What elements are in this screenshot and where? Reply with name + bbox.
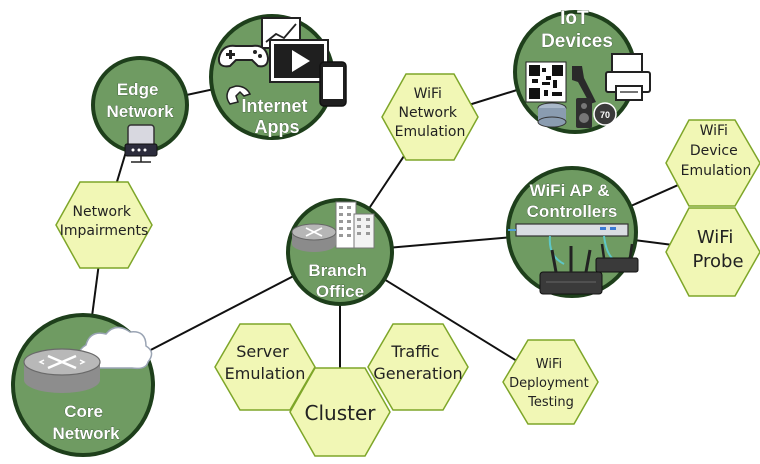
svg-text:Cluster: Cluster: [305, 401, 377, 425]
svg-text:Edge Network: Edge Network: [106, 80, 174, 121]
hub-title-line: IoT: [560, 8, 589, 29]
svg-text:Traffic Generation: Traffic Generation: [373, 342, 462, 383]
hub-title-line: Core: [64, 402, 103, 421]
hub-title-line: Internet: [241, 96, 307, 116]
svg-text:Network Impairments: Network Impairments: [60, 204, 149, 239]
hex-label-line: WiFi: [414, 86, 442, 102]
hex-wifi-deployment-testing: WiFi Deployment Testing: [502, 339, 599, 425]
access-point-icon: [508, 223, 639, 295]
hex-label-line: Cluster: [305, 401, 377, 425]
hex-label-line: Emulation: [681, 163, 752, 179]
hex-label-line: Network: [73, 204, 132, 220]
hex-wifi-probe: WiFi Probe: [665, 207, 760, 297]
svg-text:Branch Office: Branch Office: [308, 261, 371, 301]
hex-label-line: Testing: [527, 395, 574, 410]
hub-branch-office: Branch Office: [286, 198, 394, 306]
hex-label-line: WiFi: [700, 123, 728, 139]
core-router-cloud-icon: [23, 326, 153, 393]
iot-badge-value: 70: [600, 110, 610, 120]
svg-text:WiFi AP & Controllers: WiFi AP & Controllers: [527, 181, 618, 221]
hex-label-line: Impairments: [60, 223, 149, 239]
svg-text:Core Network: Core Network: [52, 402, 120, 443]
svg-text:WiFi Deployment Te: WiFi Deployment Testing: [509, 357, 593, 410]
hub-title-line: Devices: [541, 31, 613, 52]
hub-title-line: Branch: [308, 261, 367, 280]
hub-title-line: Network: [52, 424, 120, 443]
svg-text:Internet Apps: Internet Apps: [241, 96, 312, 137]
svg-text:Server Emulation: Server Emulation: [225, 342, 306, 383]
hub-title-line: Apps: [255, 117, 300, 137]
hex-label-line: Generation: [373, 364, 462, 383]
svg-text:WiFi Probe: WiFi Probe: [692, 227, 743, 272]
hub-title-line: Office: [316, 282, 364, 301]
hex-label-line: Deployment: [509, 376, 589, 391]
hex-server-emulation: Server Emulation: [214, 323, 316, 411]
svg-text:WiFi Device Emulat: WiFi Device Emulation: [681, 123, 752, 179]
hex-label-line: WiFi: [536, 357, 562, 372]
edge-router-icon: [124, 124, 158, 163]
hex-cluster: Cluster: [289, 367, 391, 457]
hub-iot-devices: IoT Devices: [513, 8, 651, 134]
hub-core-network: Core Network: [11, 313, 155, 457]
hex-traffic-generation: Traffic Generation: [367, 323, 469, 411]
hub-title-line: Edge: [117, 80, 159, 99]
svg-text:WiFi Network Emula: WiFi Network Emulation: [395, 86, 466, 140]
hex-label-line: Device: [690, 143, 738, 159]
hub-wifi-ap-controllers: WiFi AP & Controllers: [506, 166, 639, 298]
branch-router-icon: [291, 201, 375, 252]
hex-label-line: Network: [399, 105, 458, 121]
hub-edge-network: Edge Network: [91, 56, 189, 163]
hex-wifi-device-emulation: WiFi Device Emulation: [665, 119, 760, 207]
hex-label-line: Probe: [692, 251, 743, 272]
hex-label-line: Emulation: [395, 124, 466, 140]
hub-title-line: WiFi AP &: [530, 181, 610, 200]
hex-label-line: Emulation: [225, 364, 306, 383]
media-apps-icon: [217, 17, 347, 107]
hex-label-line: Traffic: [390, 342, 439, 361]
hub-internet-apps: Internet Apps: [209, 14, 347, 140]
hex-network-impairments: Network Impairments: [55, 181, 153, 269]
svg-text:IoT Devices: IoT Devices: [541, 8, 613, 52]
iot-devices-icon: 70: [525, 53, 651, 128]
hex-label-line: Server: [236, 342, 289, 361]
hex-wifi-network-emulation: WiFi Network Emulation: [381, 73, 479, 161]
hub-title-line: Network: [106, 102, 174, 121]
hex-label-line: WiFi: [697, 227, 733, 248]
hub-title-line: Controllers: [527, 202, 618, 221]
